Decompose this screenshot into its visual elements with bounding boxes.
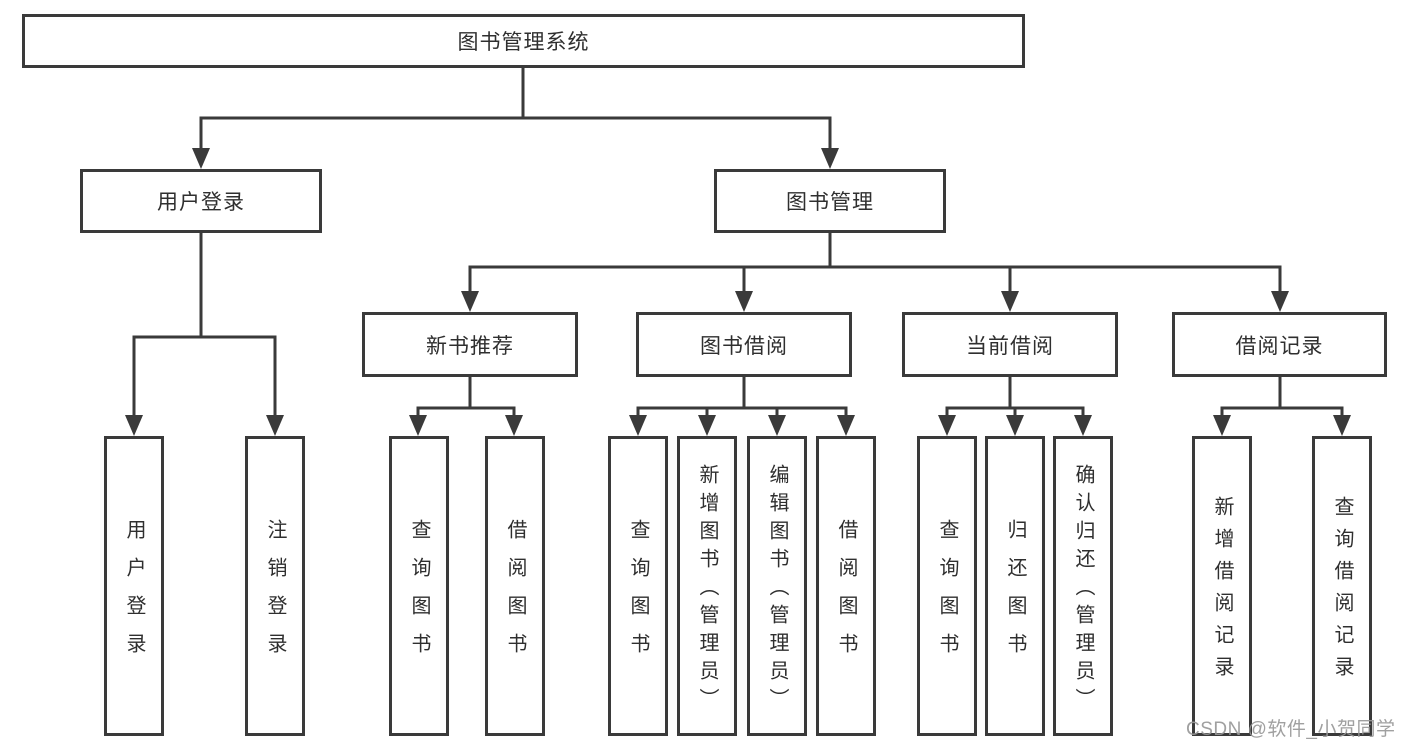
node-label: 编辑图书（管理员） [766, 464, 788, 716]
leaf-borrow-books: 借阅图书 [816, 436, 876, 736]
node-label: 新增借阅记录 [1211, 496, 1233, 688]
leaf-query-books-recommend: 查询图书 [389, 436, 449, 736]
node-label: 借阅图书 [835, 519, 857, 671]
node-label: 新书推荐 [426, 334, 514, 358]
node-label: 借阅记录 [1235, 334, 1324, 358]
node-label: 图书管理 [786, 191, 874, 214]
node-label: 查询借阅记录 [1331, 496, 1353, 688]
node-label: 确认归还（管理员） [1072, 464, 1094, 716]
leaf-confirm-return-admin: 确认归还（管理员） [1053, 436, 1113, 736]
node-library-management-system: 图书管理系统 [22, 14, 1025, 68]
node-label: 查询图书 [408, 519, 430, 671]
leaf-add-books-admin: 新增图书（管理员） [677, 436, 737, 736]
node-label: 用户登录 [157, 191, 245, 214]
node-book-borrowing: 图书借阅 [636, 312, 852, 377]
connector-paths [132, 66, 1344, 418]
node-label: 借阅图书 [504, 519, 526, 671]
csdn-watermark: CSDN @软件_小贺同学 [1186, 719, 1396, 740]
leaf-logout: 注销登录 [245, 436, 305, 736]
node-label: 用户登录 [123, 519, 145, 671]
node-label: 图书借阅 [700, 334, 788, 358]
node-label: 归还图书 [1004, 519, 1026, 671]
arrowheads [125, 148, 1351, 436]
node-borrowing-records: 借阅记录 [1172, 312, 1387, 377]
node-label: 注销登录 [264, 519, 286, 671]
leaf-return-books: 归还图书 [985, 436, 1045, 736]
node-book-management: 图书管理 [714, 169, 946, 233]
node-label: 新增图书（管理员） [696, 464, 718, 716]
leaf-add-borrow-record: 新增借阅记录 [1192, 436, 1252, 736]
leaf-query-borrow-record: 查询借阅记录 [1312, 436, 1372, 736]
leaf-user-login: 用户登录 [104, 436, 164, 736]
leaf-edit-books-admin: 编辑图书（管理员） [747, 436, 807, 736]
leaf-query-books-borrow: 查询图书 [608, 436, 668, 736]
node-new-book-recommendation: 新书推荐 [362, 312, 578, 377]
node-label: 图书管理系统 [457, 31, 590, 54]
node-current-borrowing: 当前借阅 [902, 312, 1118, 377]
node-label: 查询图书 [936, 519, 958, 671]
leaf-borrow-books-recommend: 借阅图书 [485, 436, 545, 736]
node-label: 当前借阅 [966, 334, 1054, 358]
leaf-query-books-current: 查询图书 [917, 436, 977, 736]
node-user-login: 用户登录 [80, 169, 322, 233]
node-label: 查询图书 [627, 519, 649, 671]
